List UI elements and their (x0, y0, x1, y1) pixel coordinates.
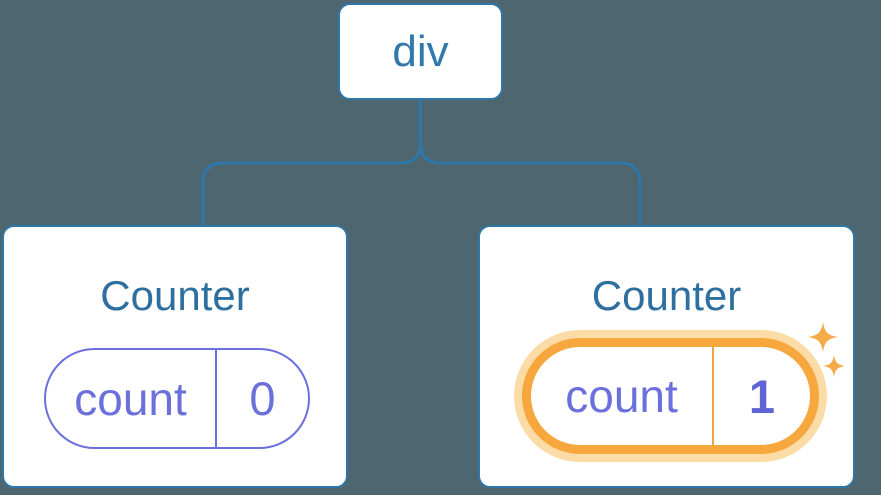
counter-card-right: Counter count 1 (478, 225, 855, 488)
sparkle-large-icon (808, 322, 838, 352)
connector-left-branch (201, 100, 422, 225)
root-node-label: div (392, 26, 449, 76)
state-key-label: count (565, 370, 678, 422)
state-key-section: count (531, 347, 714, 445)
state-pill: count 0 (44, 348, 310, 449)
state-pill-highlighted: count 1 (522, 338, 819, 454)
state-key-section: count (46, 350, 217, 447)
component-title: Counter (591, 272, 742, 319)
component-title: Counter (100, 272, 250, 319)
root-node-div: div (338, 3, 503, 100)
connector-right-branch (419, 100, 642, 225)
state-value: 1 (748, 369, 776, 423)
state-value-section: 0 (217, 350, 308, 447)
state-value-section: 1 (714, 347, 810, 445)
state-key-label: count (74, 372, 187, 425)
counter-card-left: Counter count 0 (2, 225, 348, 488)
state-value: 0 (249, 372, 276, 425)
sparkle-small-icon (823, 355, 845, 377)
